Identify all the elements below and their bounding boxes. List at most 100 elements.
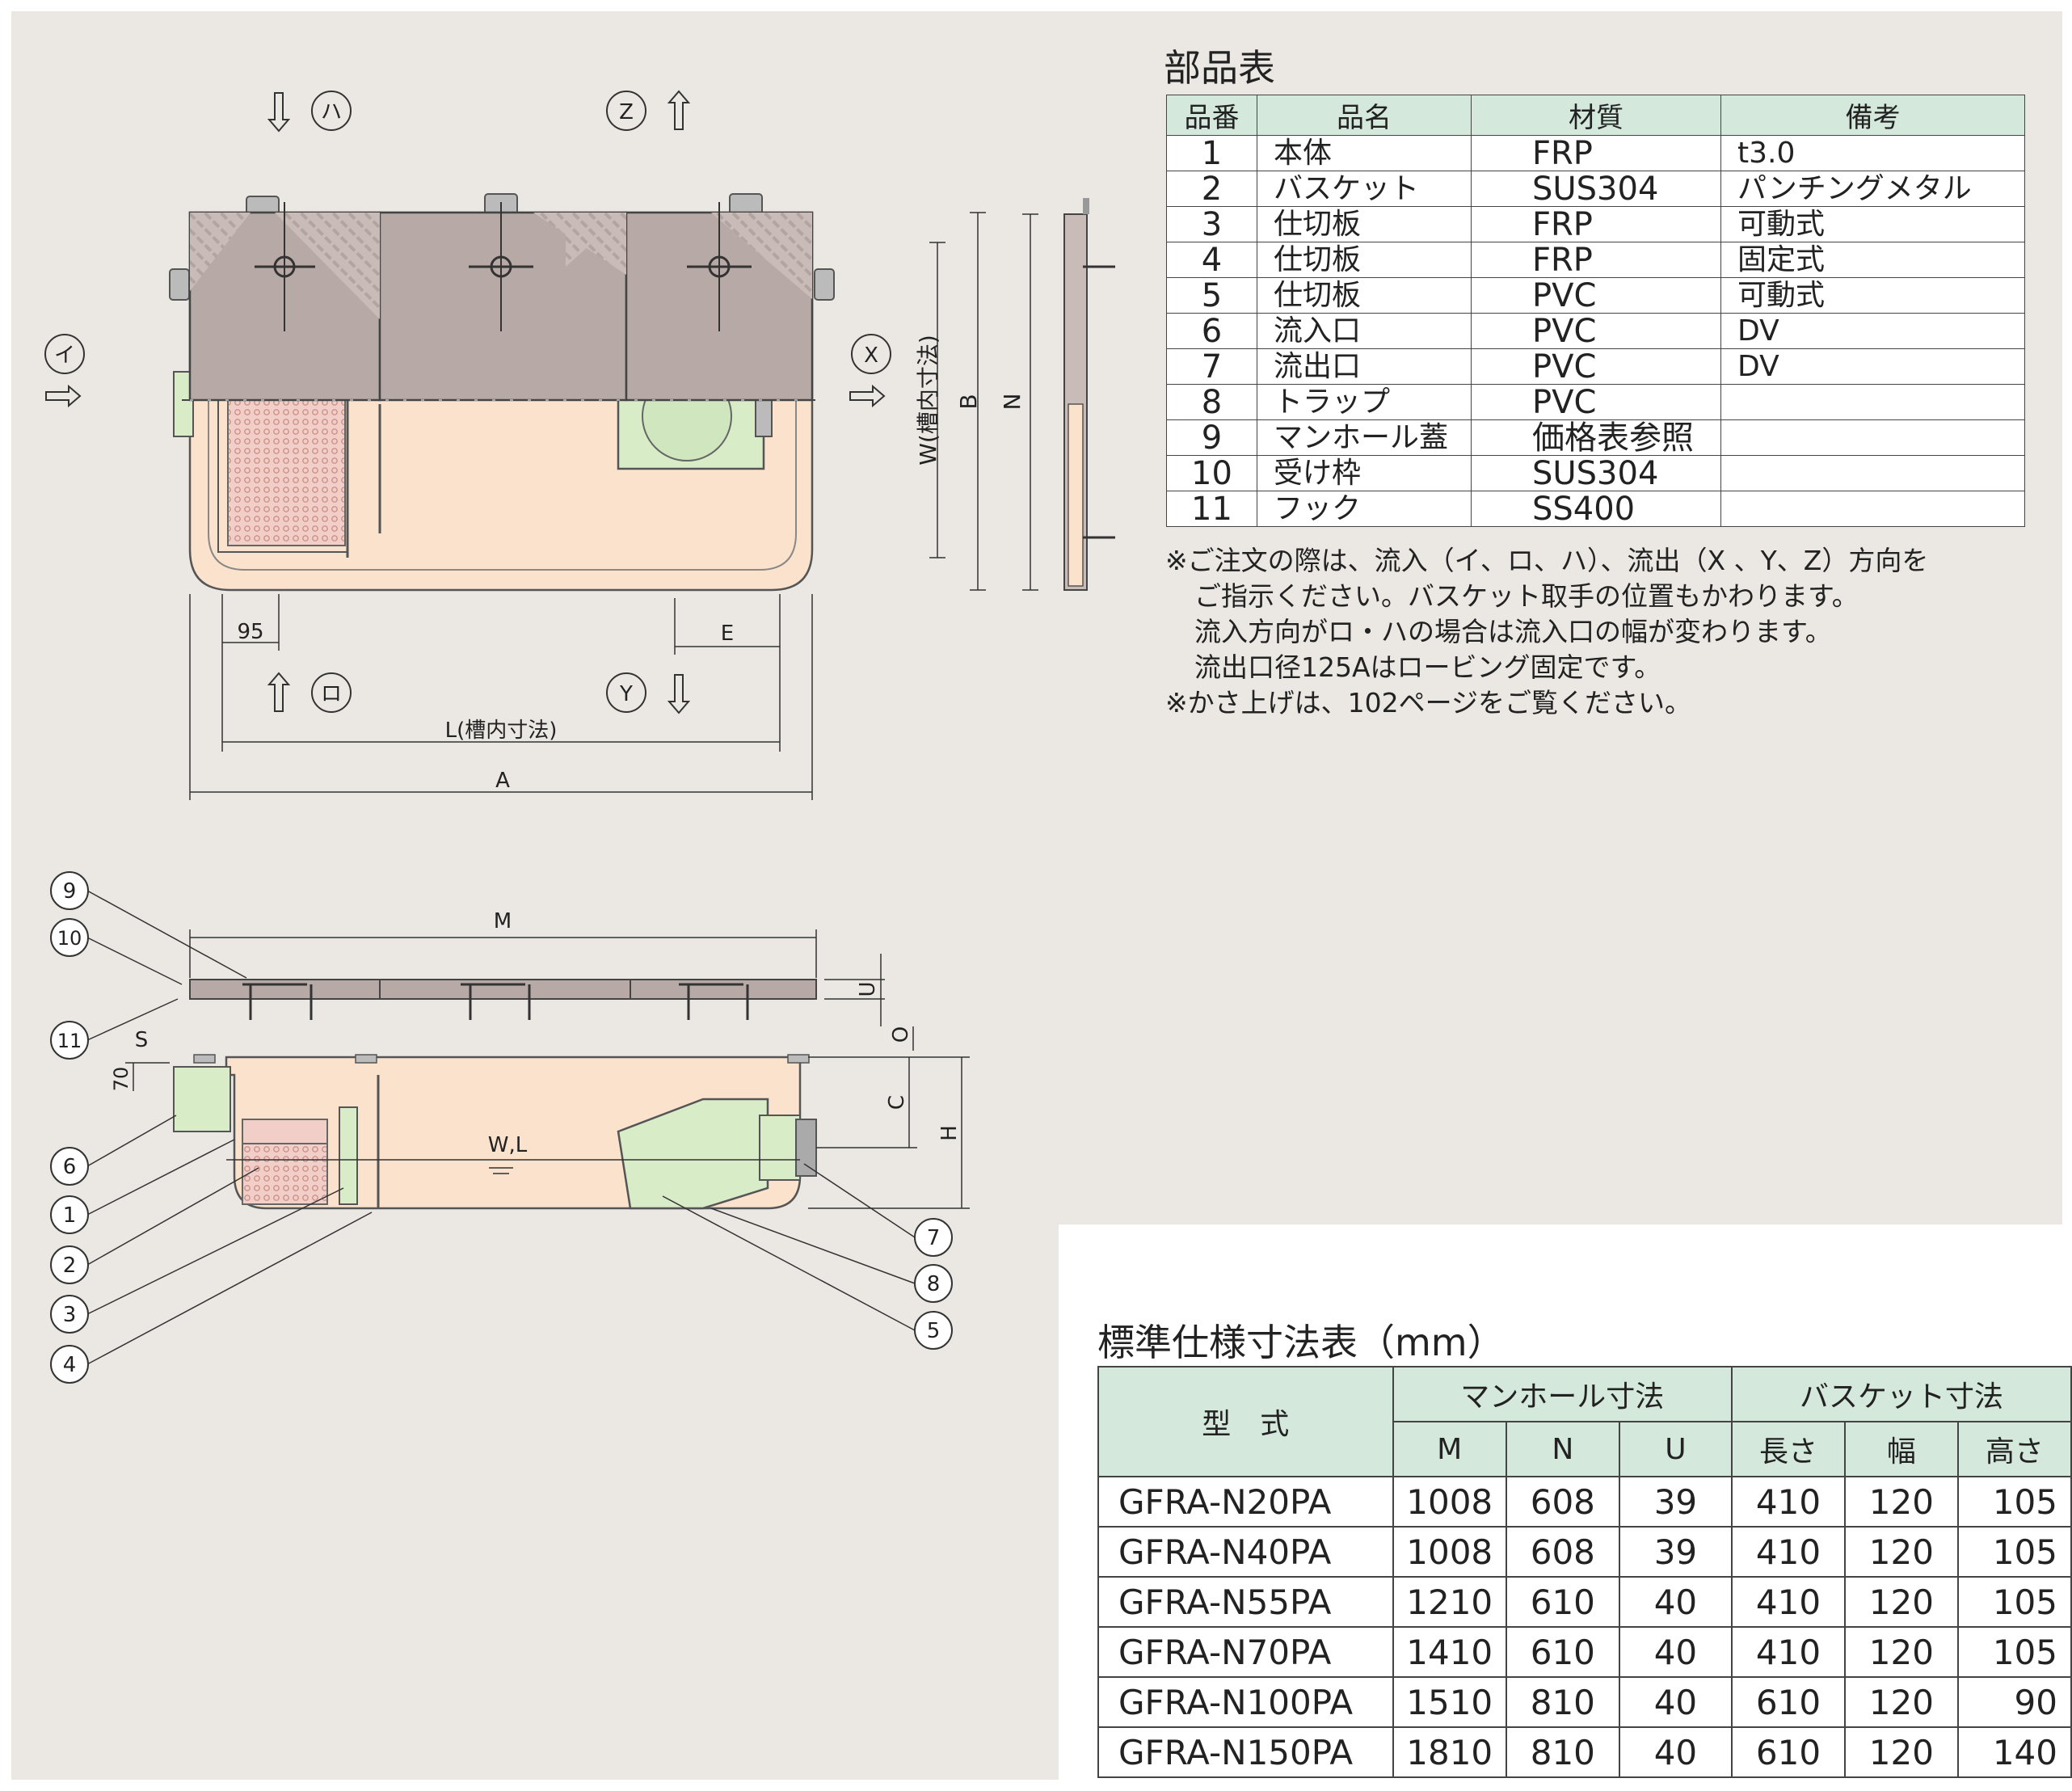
part-material: PVC (1471, 384, 1721, 420)
callout-2: 2 (63, 1254, 77, 1278)
part-material: PVC (1471, 313, 1721, 349)
basket-width: 120 (1843, 1576, 1959, 1628)
part-name: フック (1257, 491, 1472, 527)
header-material: 材質 (1471, 95, 1721, 136)
manhole-m: 1008 (1392, 1526, 1507, 1578)
manhole-u: 39 (1618, 1476, 1733, 1528)
callout-6: 6 (63, 1155, 77, 1179)
plan-dimension-labels: W(槽内寸法) B N 95 E L(槽内寸法) A (237, 335, 1025, 793)
dim-a-label: A (495, 769, 510, 793)
part-remarks (1720, 455, 2025, 491)
part-name: 仕切板 (1257, 242, 1472, 278)
model: GFRA-N55PA (1097, 1576, 1394, 1628)
note-line: 流出口径125Aはロービング固定です。 (1194, 651, 1661, 683)
callout-numbers: 9 10 11 6 1 2 3 4 7 8 5 (57, 879, 941, 1377)
part-remarks (1720, 491, 2025, 527)
manhole-u: 40 (1618, 1626, 1733, 1678)
dim-e-label: E (721, 622, 734, 646)
header-model: 型 式 (1097, 1366, 1394, 1477)
part-material: SUS304 (1471, 455, 1721, 491)
basket-length: 410 (1731, 1576, 1846, 1628)
part-name: マンホール蓋 (1257, 419, 1472, 456)
manhole-m: 1410 (1392, 1626, 1507, 1678)
part-material: FRP (1471, 135, 1721, 171)
direction-y: Y (619, 682, 633, 706)
part-no: 5 (1166, 277, 1257, 314)
parts-table-header: 品番 品名 材質 備考 (1166, 95, 2025, 136)
basket-length: 610 (1731, 1676, 1846, 1728)
part-remarks: 可動式 (1720, 206, 2025, 242)
basket-length: 410 (1731, 1526, 1846, 1578)
basket-height: 140 (1956, 1726, 2072, 1778)
section-view (173, 979, 817, 1210)
order-notes: ※ご注文の際は、流入（イ、ロ、ハ）、流出（X 、Y、Z）方向を ご指示ください。… (1165, 543, 1928, 721)
manhole-n: 810 (1505, 1676, 1620, 1728)
plan-dimensions (189, 212, 1038, 800)
part-no: 2 (1166, 171, 1257, 207)
part-material: PVC (1471, 277, 1721, 314)
basket-height: 90 (1956, 1676, 2072, 1728)
direction-z: Z (619, 100, 634, 124)
dim-b-label: B (955, 394, 982, 409)
part-material: PVC (1471, 348, 1721, 385)
spec-subheader-row: M N U 長さ 幅 高さ (1098, 1421, 2072, 1477)
header-basket-dims: バスケット寸法 (1731, 1366, 2072, 1422)
section-dimension-labels: M U O S 70 C H W,L (110, 909, 962, 1157)
part-name: 本体 (1257, 135, 1472, 171)
part-name: 仕切板 (1257, 277, 1472, 314)
model: GFRA-N40PA (1097, 1526, 1394, 1578)
part-material: SS400 (1471, 491, 1721, 527)
plan-view (169, 193, 1115, 592)
header-part-name: 品名 (1257, 95, 1472, 136)
manhole-u: 40 (1618, 1576, 1733, 1628)
basket-height: 105 (1956, 1476, 2072, 1528)
dim-u-label: U (856, 981, 880, 997)
manhole-m: 1510 (1392, 1676, 1507, 1728)
dim-w-label: W(槽内寸法) (915, 335, 941, 466)
basket-height: 105 (1956, 1626, 2072, 1678)
basket-height: 105 (1956, 1576, 2072, 1628)
part-material: 価格表参照 (1471, 419, 1721, 456)
callout-circles (50, 871, 953, 1384)
part-name: 仕切板 (1257, 206, 1472, 242)
basket-length: 410 (1731, 1626, 1846, 1678)
manhole-n: 610 (1505, 1576, 1620, 1628)
dim-h-label: H (937, 1125, 962, 1141)
part-remarks (1720, 384, 2025, 420)
dim-70-label: 70 (110, 1067, 133, 1092)
manhole-u: 40 (1618, 1726, 1733, 1778)
dim-m-label: M (494, 909, 512, 933)
part-no: 1 (1166, 135, 1257, 171)
part-remarks: 可動式 (1720, 277, 2025, 314)
callout-11: 11 (57, 1030, 82, 1052)
direction-ha: ハ (321, 100, 342, 124)
callout-7: 7 (927, 1226, 941, 1250)
basket-width: 120 (1843, 1676, 1959, 1728)
part-no: 4 (1166, 242, 1257, 278)
direction-i: イ (54, 343, 75, 368)
part-no: 9 (1166, 419, 1257, 456)
callout-leaders (86, 890, 916, 1365)
note-line: 流入方向がロ・ハの場合は流入口の幅が変わります。 (1194, 616, 1832, 647)
basket-length: 410 (1731, 1476, 1846, 1528)
direction-arrows (44, 90, 891, 714)
parts-table-title: 部品表 (1164, 46, 1275, 90)
spec-table: 型 式 マンホール寸法 バスケット寸法 M N U 長さ 幅 高さ GFRA-N… (1097, 1366, 2072, 1778)
header-m: M (1392, 1421, 1507, 1477)
basket-width: 120 (1843, 1476, 1959, 1528)
spec-header-row: 型 式 マンホール寸法 バスケット寸法 (1097, 1366, 2072, 1477)
manhole-m: 1008 (1392, 1476, 1507, 1528)
direction-x: X (864, 343, 878, 368)
